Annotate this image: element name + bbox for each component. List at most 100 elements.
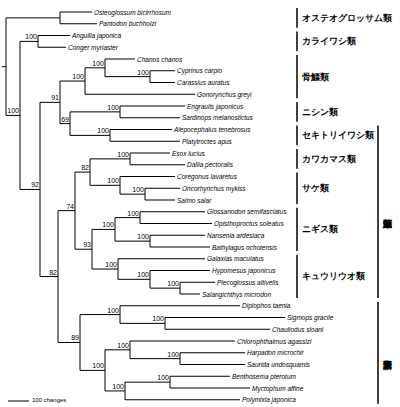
clade-bracket [377,302,379,404]
bootstrap-value: 100 [107,177,119,185]
bootstrap-value: 100 [25,33,37,41]
tree-branch [20,41,21,189]
species-name: Galaxias maculatus [207,254,264,263]
tree-branch [120,194,145,195]
species-name: Hypomesus japonicus [212,266,276,275]
tree-branch [58,342,80,343]
tree-branch [130,153,170,154]
tree-branch [170,376,171,388]
tree-branch [170,388,250,389]
species-name: Chlorophthalmus agassizi [237,337,311,346]
tree-branch [85,67,105,68]
group-name: キュウリウオ類 [302,271,365,281]
tree-branch [118,279,150,280]
tree-branch [180,352,245,353]
scale-label: 100 changes [32,397,66,404]
bootstrap-value: 100 [137,69,149,77]
species-name: Platytroctes apus [182,137,232,146]
species-name: Pantodon buchholzi [99,19,156,28]
tree-branch [150,82,175,83]
tree-branch [118,258,205,259]
species-name: Chauliodus sloani [272,325,323,334]
tree-branch [140,223,212,224]
species-name: Benthosema pterotum [232,372,296,381]
bootstrap-value: 92 [31,181,39,189]
species-name: Sigmops gracile [287,313,333,322]
tree-branch [130,358,180,359]
tree-branch [6,17,60,18]
tree-branch [125,382,170,383]
group-bracket [296,149,298,169]
tree-branch [75,172,90,173]
group-bracket [296,8,298,28]
tree-branch [165,318,166,330]
species-name: Opisthoproctus soleatus [214,219,284,228]
tree-branch [120,177,121,195]
tree-branch [115,217,140,218]
bootstrap-value: 100 [167,280,179,288]
group-bracket [296,102,298,122]
tree-branch [150,235,151,247]
species-name: Carassius auratus [177,78,229,87]
bootstrap-value: 100 [105,261,117,269]
species-name: Chanos chanos [137,55,182,64]
species-name: Nansenia ardesiaca [207,231,264,240]
tree-branch [150,271,151,289]
tree-branch [90,159,91,185]
tree-branch [60,81,85,82]
tree-branch [180,353,181,365]
species-name: Coregonus lavaretus [177,172,237,181]
bootstrap-value: 100 [137,233,149,241]
species-name: Sardinops melanostictus [182,113,253,122]
tree-branch [125,382,126,400]
group-name: カライワシ類 [302,36,356,46]
tree-branch [75,172,76,249]
species-name: Conger myriaster [68,43,118,52]
tree-branch [150,71,151,83]
tree-branch [80,314,120,315]
tree-branch [115,241,150,242]
tree-branch [60,12,61,24]
species-name: Engraulis japonicus [187,102,243,111]
tree-branch [150,247,210,248]
tree-branch [130,341,235,342]
bootstrap-value: 82 [49,269,57,277]
species-name: Osteoglossum bicirrhosum [94,8,171,17]
tree-branch [130,341,131,359]
group-name: セキトリイワシ類 [302,130,374,140]
group-bracket [296,255,298,298]
bootstrap-value: 82 [81,164,89,172]
species-name: Dallia pectoralis [187,160,233,169]
tree-branch [145,200,175,201]
tree-branch [180,282,215,283]
bootstrap-value: 100 [92,362,104,370]
species-name: Salangichthys microdon [202,290,271,299]
tree-branch [90,185,120,186]
bootstrap-value: 69 [61,116,69,124]
tree-branch [70,135,110,136]
tree-branch [180,294,200,295]
bootstrap-value: 100 [107,307,119,315]
group-name: ニシン類 [302,107,338,117]
species-name: Myctophum affine [252,384,303,393]
tree-branch [120,106,185,107]
tree-branch [130,164,185,165]
tree-branch [40,102,60,103]
species-name: Plecoglossus altivelis [217,278,278,287]
tree-branch [80,315,81,371]
tree-branch [20,189,40,190]
tree-branch [92,229,115,230]
tree-branch [58,210,75,211]
bootstrap-value: 100 [127,210,139,218]
tree-branch [60,23,97,24]
tree-branch [105,76,150,77]
tree-branch [105,59,135,60]
tree-branch [40,276,58,277]
bootstrap-value: 100 [7,107,19,115]
tree-branch [38,35,70,36]
clade-bracket [377,126,379,299]
tree-branch [110,141,180,142]
tree-branch [40,102,41,276]
tree-branch [92,269,118,270]
